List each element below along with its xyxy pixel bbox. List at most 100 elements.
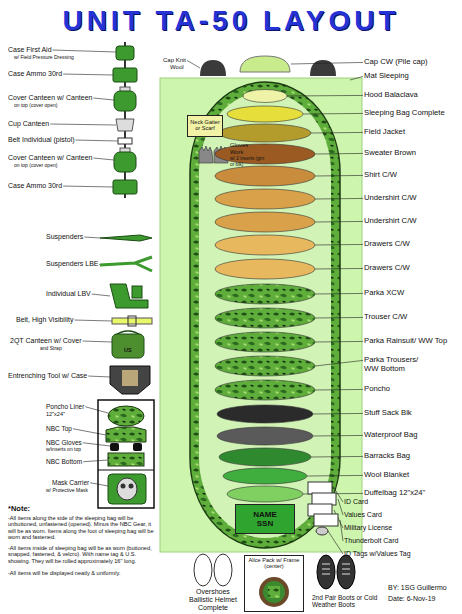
leader-line <box>311 132 363 134</box>
clothing-item <box>217 427 313 445</box>
canteen-cover <box>114 152 136 172</box>
knit-cap <box>200 60 226 76</box>
item-label: Undershirt C/W <box>364 194 417 203</box>
leader-line <box>83 460 108 462</box>
sleeping-bag <box>190 82 340 548</box>
leader-line <box>74 320 112 322</box>
node-text: SSN <box>237 519 293 528</box>
item-label: Cover Canteen w/ Canteen <box>8 94 92 102</box>
item-label: *Note: <box>8 505 30 514</box>
leader-line <box>340 520 343 541</box>
clothing-item <box>215 189 315 209</box>
item-label: Poncho Liner <box>46 403 84 410</box>
leader-line <box>311 456 363 458</box>
item-label: Barracks Bag <box>364 452 410 461</box>
item-label: NBC Bottom <box>46 458 82 465</box>
belt-buckle <box>118 138 132 144</box>
item-label: Hood Balaclava <box>364 91 418 100</box>
item-label: BY: 1SG Guillermo <box>388 584 447 592</box>
leader-line <box>73 429 106 435</box>
clothing-item <box>217 405 313 423</box>
item-label: Gloves Work <box>230 142 254 155</box>
pack-frame <box>259 577 289 607</box>
boot <box>337 555 355 589</box>
node-text: Alice Pack w/ Frame (center) <box>246 557 302 570</box>
belt-buckle <box>128 316 136 326</box>
leader-line <box>303 113 363 115</box>
sleeping-bag-lining <box>199 92 331 538</box>
clothing-item <box>227 106 303 122</box>
leader-line <box>90 483 108 486</box>
item-label: Parka Rainsuit/ WW Top <box>364 337 447 346</box>
leader-line <box>350 76 363 80</box>
item-label: Drawers C/W <box>364 240 410 249</box>
item-label: and Strap <box>40 346 62 352</box>
ammo-case <box>113 180 137 194</box>
leader-line <box>315 389 363 391</box>
node-text: Neck Gaiter or Scarf <box>189 119 221 132</box>
two-quart-canteen <box>112 334 144 358</box>
clothing-item <box>215 259 315 279</box>
leader-line <box>76 140 118 142</box>
leader-line <box>313 413 363 415</box>
entrenching-tool-case <box>110 366 150 394</box>
alice-pack <box>263 581 285 603</box>
id-card <box>314 514 338 526</box>
pack-pocket <box>268 586 280 598</box>
item-tag-box: Neck Gaiter or Scarf <box>187 115 223 137</box>
leader-line <box>83 443 110 446</box>
id-card <box>308 482 332 494</box>
item-label: Suspenders <box>46 233 83 241</box>
item-label: US <box>124 347 132 353</box>
leader-line <box>315 221 363 223</box>
leader-line <box>92 294 110 296</box>
leader-line <box>315 268 363 270</box>
item-label: Waterproof Bag <box>364 431 418 440</box>
leader-line <box>338 499 343 515</box>
knit-cap <box>310 60 336 76</box>
poncho-liner <box>108 406 144 426</box>
item-label: 2nd Pair Boots or Cold Weather Boots <box>312 594 382 609</box>
item-label: Shirt C/W <box>364 171 397 180</box>
clothing-item <box>215 356 315 376</box>
leader-line <box>84 237 100 239</box>
item-label: 12"x24" <box>46 411 65 417</box>
leader-line <box>315 153 363 155</box>
item-label: Military License <box>344 524 392 532</box>
item-label: Entrenching Tool w/ Case <box>8 372 87 380</box>
item-label: Belt, High Visibility <box>16 316 73 324</box>
leader-line <box>93 98 114 100</box>
item-label: Mat Sleeping <box>364 72 409 81</box>
item-label: Overshoes <box>196 588 230 596</box>
overshoe <box>194 554 212 586</box>
lbv-pouch <box>132 286 142 298</box>
leader-line <box>315 244 363 246</box>
item-label: Cap Knit <box>163 57 186 64</box>
nbc-top <box>106 427 146 442</box>
item-label: Case First Aid <box>8 46 52 54</box>
boot <box>317 555 335 589</box>
nbc-glove <box>110 443 119 451</box>
nbc-bottom <box>108 453 144 466</box>
item-label: -All items will be displayed neatly & un… <box>8 570 156 576</box>
item-label: Cup Canteen <box>8 120 49 128</box>
item-label: Sleeping Bag Complete <box>364 109 445 118</box>
item-label: w/inserts on top <box>46 447 81 453</box>
leader-line <box>315 175 363 177</box>
nbc-glove <box>133 443 142 451</box>
overshoe <box>214 554 232 586</box>
item-label: Mask Carrier <box>52 479 89 486</box>
leader-line <box>315 198 363 200</box>
item-label: Individual LBV <box>46 290 91 298</box>
item-label: Belt Individual (pistol) <box>8 136 75 144</box>
item-label: Duffelbag 12"x24" <box>364 489 425 498</box>
clothing-item <box>215 212 315 232</box>
item-label: Undershirt C/W <box>364 217 417 226</box>
item-label: w/ Field Pressure Dressing <box>14 55 74 61</box>
item-label: Cover Canteen w/ Canteen <box>8 154 92 162</box>
clothing-item <box>219 124 311 142</box>
first-aid-case <box>116 46 134 60</box>
leader-line <box>315 293 363 295</box>
